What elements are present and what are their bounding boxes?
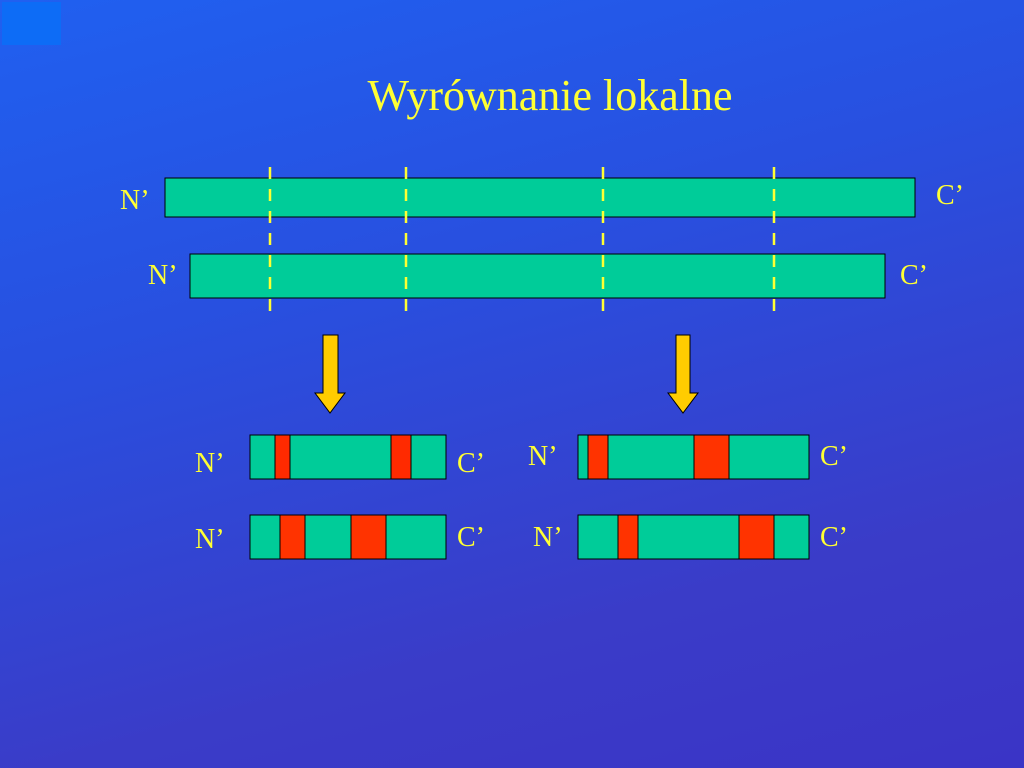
- match-region: [738, 514, 775, 560]
- down-arrow-right-icon: [667, 334, 699, 414]
- n-terminus-label: N’: [195, 524, 225, 555]
- c-terminus-label: C’: [457, 522, 485, 553]
- slide-title: Wyrównanie lokalne: [367, 71, 733, 120]
- match-region: [274, 434, 291, 480]
- c-terminus-label: C’: [457, 448, 485, 479]
- sequence-bar-2: [189, 253, 886, 299]
- down-arrow-left-icon: [314, 334, 346, 414]
- sequence-bar-1: [164, 177, 916, 218]
- local-alignment-right: [577, 434, 810, 560]
- n-terminus-label: N’: [528, 441, 558, 472]
- n-terminus-label: N’: [195, 448, 225, 479]
- match-region: [350, 514, 387, 560]
- c-terminus-label: C’: [820, 522, 848, 553]
- corner-decoration: [2, 2, 61, 45]
- n-terminus-label: N’: [148, 260, 178, 291]
- c-terminus-label: C’: [900, 260, 928, 291]
- c-terminus-label: C’: [820, 441, 848, 472]
- match-region: [617, 514, 639, 560]
- c-terminus-label: C’: [936, 180, 964, 211]
- n-terminus-label: N’: [533, 522, 563, 553]
- local-alignment-left: [249, 434, 447, 560]
- match-region: [693, 434, 730, 480]
- match-region: [587, 434, 609, 480]
- left-sequence-bar-2: [249, 514, 447, 560]
- match-region: [279, 514, 306, 560]
- n-terminus-label: N’: [120, 185, 150, 216]
- match-region: [390, 434, 412, 480]
